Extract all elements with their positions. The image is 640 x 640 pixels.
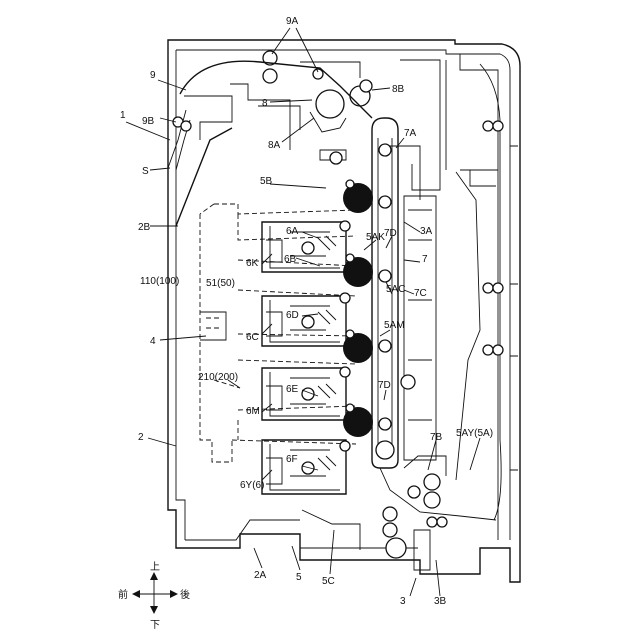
label-1: 1 (120, 110, 126, 121)
label-6Y: 6Y(6) (240, 480, 264, 491)
image-unit-c (262, 296, 346, 346)
label-2: 2 (138, 432, 144, 443)
label-4: 4 (150, 336, 156, 347)
label-8: 8 (262, 98, 268, 109)
label-5: 5 (296, 572, 302, 583)
label-7: 7 (422, 254, 428, 265)
label-5C: 5C (322, 576, 335, 587)
label-8A: 8A (268, 140, 281, 151)
orientation-front: 前 (118, 588, 128, 601)
image-unit-m (262, 368, 346, 420)
label-6E: 6E (286, 384, 299, 395)
label-5B: 5B (260, 176, 273, 187)
label-7D-top: 7D (384, 228, 397, 239)
label-6M: 6M (246, 406, 260, 417)
orientation-down: 下 (150, 620, 160, 631)
image-unit-y (262, 440, 346, 494)
label-110: 110(100) (140, 276, 179, 287)
label-6C: 6C (246, 332, 259, 343)
label-3A: 3A (420, 226, 433, 237)
belt-rollers (376, 144, 415, 459)
label-S: S (142, 166, 149, 177)
label-6F: 6F (286, 454, 298, 465)
image-unit-k (262, 222, 346, 272)
label-2B: 2B (138, 222, 151, 233)
label-3: 3 (400, 596, 406, 607)
label-7B: 7B (430, 432, 443, 443)
label-9: 9 (150, 70, 156, 81)
orientation-arrows (132, 572, 178, 614)
label-7D-bottom: 7D (378, 380, 391, 391)
label-51: 51(50) (206, 278, 235, 289)
label-5AM: 5AM (384, 320, 405, 331)
label-9A: 9A (286, 16, 299, 27)
label-7A: 7A (404, 128, 417, 139)
label-210: 210(200) (198, 372, 238, 383)
label-5AC: 5AC (386, 284, 405, 295)
label-2A: 2A (254, 570, 267, 581)
paper-path (168, 61, 501, 520)
label-5AK: 5AK (366, 232, 385, 243)
label-5AY: 5AY(5A) (456, 428, 493, 439)
label-9B: 9B (142, 116, 155, 127)
label-7C: 7C (414, 288, 427, 299)
label-8B: 8B (392, 84, 405, 95)
feed-unit (302, 456, 447, 570)
label-3B: 3B (434, 596, 447, 607)
label-6D: 6D (286, 310, 299, 321)
orientation-up: 上 (150, 561, 160, 573)
orientation-back: 後 (180, 588, 190, 601)
label-6B: 6B (284, 254, 297, 265)
photoreceptor-drums (340, 180, 373, 451)
label-6A: 6A (286, 226, 299, 237)
label-6K: 6K (246, 258, 259, 269)
right-rollers (483, 121, 518, 470)
